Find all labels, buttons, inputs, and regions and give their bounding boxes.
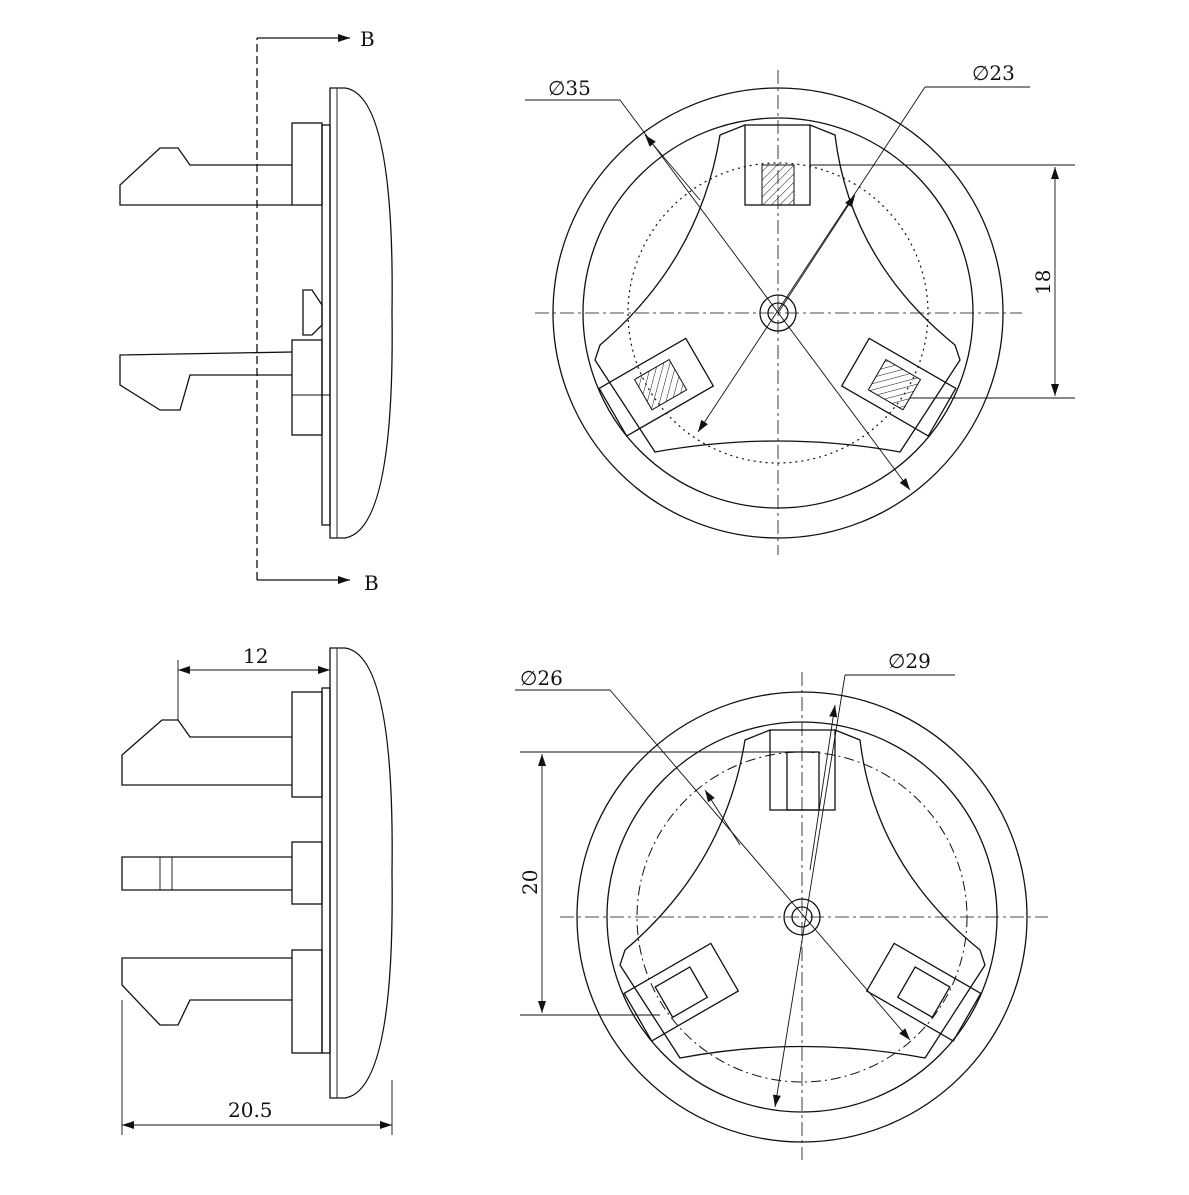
dim-outer-diameter-29: ∅29 [888, 649, 931, 673]
side-view-top [119, 87, 393, 539]
section-label-bottom: B [364, 571, 379, 595]
section-line-b: B B [256, 27, 379, 595]
front-view-top: ∅35 ∅23 18 [525, 61, 1075, 555]
dim-height-18: 18 [1031, 270, 1055, 295]
dim-total-length-20-5: 20.5 [228, 1098, 273, 1122]
dim-outer-diameter-35: ∅35 [548, 76, 591, 100]
section-label-top: B [360, 27, 375, 51]
front-view-bottom: ∅26 ∅29 20 [515, 649, 1048, 1160]
dim-height-20: 20 [518, 870, 542, 895]
dim-inner-diameter-23: ∅23 [972, 61, 1015, 85]
side-view-bottom: 12 20.5 [121, 644, 393, 1135]
dim-inner-diameter-26: ∅26 [520, 666, 563, 690]
dim-pin-length-12: 12 [243, 644, 268, 668]
